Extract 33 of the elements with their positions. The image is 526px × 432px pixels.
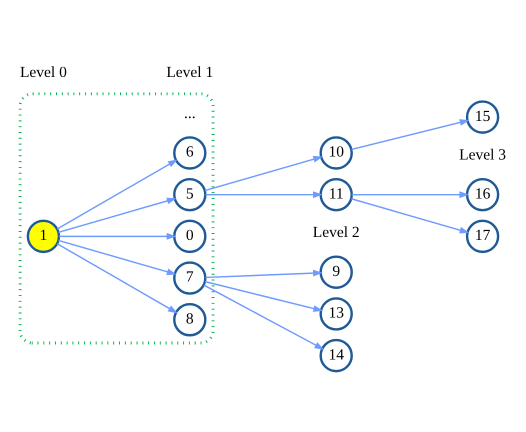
node-circle: 14 (319, 338, 353, 372)
arrow (58, 240, 177, 276)
arrow (56, 159, 178, 230)
node-circle: 0 (173, 220, 207, 254)
arrow (204, 156, 323, 192)
arrow (58, 198, 177, 233)
label: Level 2 (312, 224, 360, 242)
node-circle: 9 (319, 256, 353, 289)
arrow (352, 191, 470, 198)
cluster (18, 92, 215, 344)
node-circle: 7 (173, 261, 207, 295)
node-circle: 1 (26, 220, 60, 254)
node-circle: 10 (319, 136, 353, 170)
arrow (59, 232, 176, 240)
arrow (205, 270, 323, 278)
node-circle: 15 (466, 100, 500, 134)
arrow (204, 280, 324, 312)
label: ... (184, 104, 196, 122)
label: Level 3 (459, 146, 506, 164)
label: Level 0 (20, 64, 67, 82)
node-circle: 5 (173, 178, 207, 212)
arrow (56, 243, 178, 314)
arrow (351, 198, 470, 234)
node-circle: 13 (319, 297, 353, 331)
node-circle: 17 (466, 220, 500, 254)
node-circle: 16 (466, 178, 500, 212)
node-circle: 6 (173, 136, 207, 170)
arrow (204, 284, 324, 350)
label: Level 1 (166, 64, 214, 82)
node-circle: 8 (173, 303, 207, 336)
arrow (351, 119, 470, 150)
node-circle: 11 (319, 178, 353, 212)
arrow (205, 191, 323, 198)
